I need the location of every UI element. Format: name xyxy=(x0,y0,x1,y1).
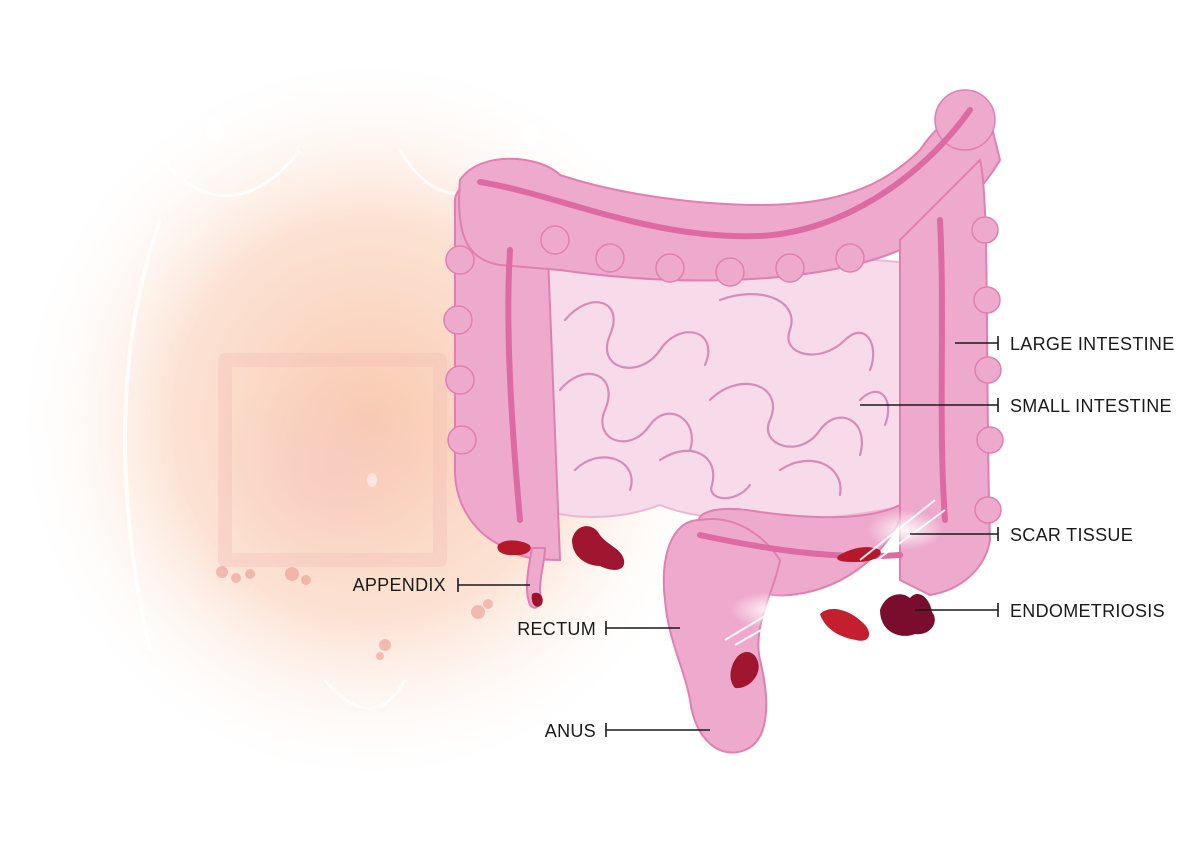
label-anus: ANUS xyxy=(545,721,596,741)
lesion-6 xyxy=(880,593,935,636)
lesion-7 xyxy=(730,651,759,689)
large-intestine xyxy=(443,89,1004,754)
scar-tissue xyxy=(724,499,946,646)
label-scar-tissue: SCAR TISSUE xyxy=(1010,525,1133,545)
lesion-2 xyxy=(572,526,625,570)
label-small-intestine: SMALL INTESTINE xyxy=(1010,396,1172,416)
labels: LARGE INTESTINE SMALL INTESTINE SCAR TIS… xyxy=(353,334,1175,741)
label-endometriosis: ENDOMETRIOSIS xyxy=(1010,601,1165,621)
small-intestine xyxy=(538,252,907,522)
label-rectum: RECTUM xyxy=(517,619,596,639)
lesion-3 xyxy=(531,592,543,607)
leader-lines xyxy=(457,336,999,737)
lesion-5 xyxy=(820,608,870,641)
label-large-intestine: LARGE INTESTINE xyxy=(1010,334,1175,354)
lesion-1 xyxy=(497,540,531,556)
label-appendix: APPENDIX xyxy=(353,575,446,595)
